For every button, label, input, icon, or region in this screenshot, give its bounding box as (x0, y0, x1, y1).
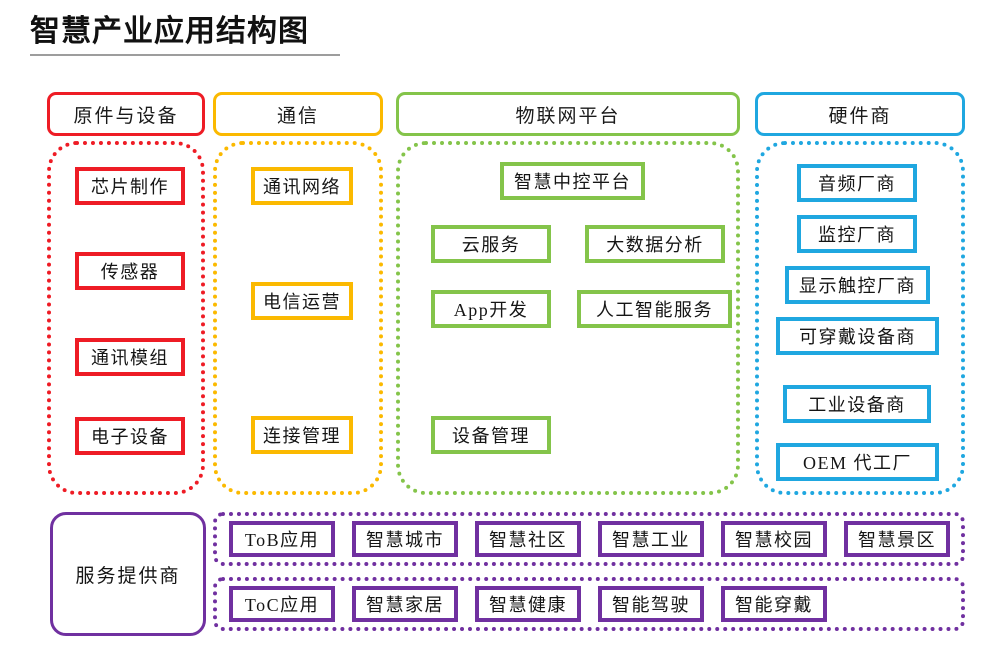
column-body-components: 芯片制作 传感器 通讯模组 电子设备 (47, 141, 205, 495)
chip-label: 智慧健康 (489, 595, 567, 615)
chip-label: 电子设备 (91, 427, 169, 447)
chip-label: App开发 (453, 300, 529, 320)
chip-smart-city[interactable]: 智慧城市 (352, 521, 458, 557)
chip-label: 监控厂商 (818, 225, 896, 245)
chip-label: 智慧工业 (612, 530, 690, 550)
chip-label: 工业设备商 (808, 395, 906, 415)
chip-wearable-vendor[interactable]: 可穿戴设备商 (776, 317, 939, 355)
chip-tob-application[interactable]: ToB应用 (229, 521, 335, 557)
chip-smart-wearable[interactable]: 智能穿戴 (721, 586, 827, 622)
column-body-communication: 通讯网络 电信运营 连接管理 (213, 141, 383, 495)
chip-audio-vendor[interactable]: 音频厂商 (797, 164, 917, 202)
chip-label: 通讯网络 (263, 177, 341, 197)
chip-label: 人工智能服务 (596, 300, 713, 320)
chip-label: 传感器 (100, 262, 160, 282)
chip-label: OEM 代工厂 (803, 453, 912, 473)
chip-smart-control-platform[interactable]: 智慧中控平台 (500, 162, 645, 200)
column-header-label: 原件与设备 (73, 105, 179, 127)
chip-label: ToB应用 (244, 530, 320, 550)
chip-smart-home[interactable]: 智慧家居 (352, 586, 458, 622)
column-header-hardware-vendors[interactable]: 硬件商 (755, 92, 965, 136)
chip-oem-factory[interactable]: OEM 代工厂 (776, 443, 939, 481)
chip-label: 智慧家居 (366, 595, 444, 615)
title-block: 智慧产业应用结构图 (30, 12, 970, 56)
column-header-communication[interactable]: 通信 (213, 92, 383, 136)
chip-display-touch-vendor[interactable]: 显示触控厂商 (785, 266, 930, 304)
chip-industrial-vendor[interactable]: 工业设备商 (783, 385, 931, 423)
chip-label: 通讯模组 (91, 348, 169, 368)
chip-smart-industry[interactable]: 智慧工业 (598, 521, 704, 557)
chip-smart-community[interactable]: 智慧社区 (475, 521, 581, 557)
chip-label: 芯片制作 (91, 177, 169, 197)
chip-app-development[interactable]: App开发 (431, 290, 551, 328)
chip-cloud-service[interactable]: 云服务 (431, 225, 551, 263)
chip-big-data-analysis[interactable]: 大数据分析 (585, 225, 725, 263)
chip-ai-service[interactable]: 人工智能服务 (577, 290, 732, 328)
chip-label: ToC应用 (244, 595, 320, 615)
chip-connection-management[interactable]: 连接管理 (251, 416, 353, 454)
chip-sensor[interactable]: 传感器 (75, 252, 185, 290)
chip-label: 智能穿戴 (735, 595, 813, 615)
chip-label: 连接管理 (263, 426, 341, 446)
chip-smart-scenic-area[interactable]: 智慧景区 (844, 521, 950, 557)
chip-smart-campus[interactable]: 智慧校园 (721, 521, 827, 557)
page-title: 智慧产业应用结构图 (30, 15, 309, 48)
chip-smart-driving[interactable]: 智能驾驶 (598, 586, 704, 622)
chip-label: 智慧中控平台 (514, 172, 631, 192)
chip-label: 设备管理 (452, 426, 530, 446)
chip-label: 音频厂商 (818, 174, 896, 194)
chip-comm-network[interactable]: 通讯网络 (251, 167, 353, 205)
chip-label: 云服务 (461, 235, 521, 255)
chip-electronic-device[interactable]: 电子设备 (75, 417, 185, 455)
column-header-iot-platform[interactable]: 物联网平台 (396, 92, 740, 136)
column-header-label: 硬件商 (828, 105, 892, 127)
column-header-label: 通信 (276, 105, 319, 127)
chip-smart-health[interactable]: 智慧健康 (475, 586, 581, 622)
chip-label: 智慧校园 (735, 530, 813, 550)
service-provider-box[interactable]: 服务提供商 (50, 512, 206, 636)
chip-label: 可穿戴设备商 (799, 327, 916, 347)
column-body-iot-platform: 智慧中控平台 云服务 大数据分析 App开发 人工智能服务 设备管理 (396, 141, 740, 495)
chip-surveillance-vendor[interactable]: 监控厂商 (797, 215, 917, 253)
chip-label: 智能驾驶 (612, 595, 690, 615)
chip-comm-module[interactable]: 通讯模组 (75, 338, 185, 376)
chip-label: 电信运营 (263, 292, 341, 312)
chip-label: 智慧城市 (366, 530, 444, 550)
chip-chip-manufacturing[interactable]: 芯片制作 (75, 167, 185, 205)
chip-label: 大数据分析 (606, 235, 704, 255)
application-row-tob: ToB应用 智慧城市 智慧社区 智慧工业 智慧校园 智慧景区 (213, 512, 965, 566)
service-provider-label: 服务提供商 (75, 565, 181, 587)
title-underline (30, 54, 340, 56)
column-body-hardware-vendors: 音频厂商 监控厂商 显示触控厂商 可穿戴设备商 工业设备商 OEM 代工厂 (755, 141, 965, 495)
chip-telecom-operation[interactable]: 电信运营 (251, 282, 353, 320)
chip-toc-application[interactable]: ToC应用 (229, 586, 335, 622)
chip-label: 显示触控厂商 (799, 276, 916, 296)
chip-device-management[interactable]: 设备管理 (431, 416, 551, 454)
chip-label: 智慧景区 (858, 530, 936, 550)
column-header-label: 物联网平台 (515, 105, 621, 127)
chip-label: 智慧社区 (489, 530, 567, 550)
column-header-components[interactable]: 原件与设备 (47, 92, 205, 136)
application-row-toc: ToC应用 智慧家居 智慧健康 智能驾驶 智能穿戴 (213, 577, 965, 631)
